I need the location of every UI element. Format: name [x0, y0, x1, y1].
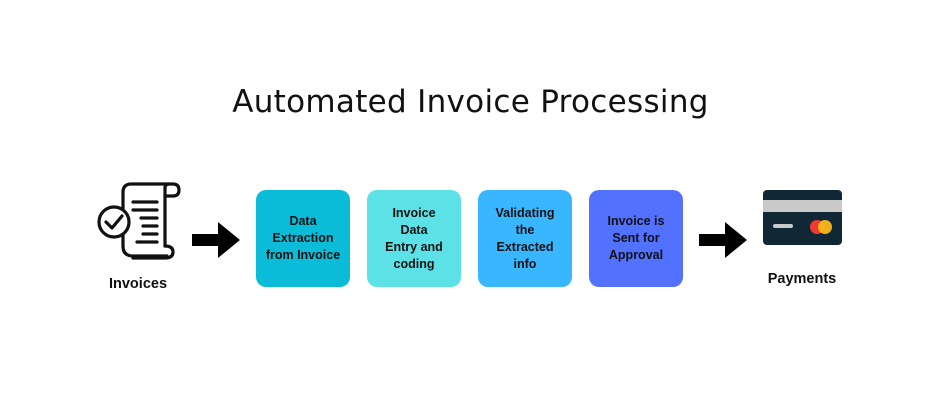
right-arrow-icon [699, 222, 747, 258]
step-box-data-extraction: Data Extraction from Invoice [256, 190, 350, 287]
step-label: Invoice Data Entry and coding [385, 205, 443, 271]
diagram-title: Automated Invoice Processing [232, 84, 709, 120]
start-label: Invoices [108, 276, 168, 292]
step-box-validation: Validating the Extracted info [478, 190, 572, 287]
step-box-approval: Invoice is Sent for Approval [589, 190, 683, 287]
step-label: Invoice is Sent for Approval [607, 214, 665, 262]
step-box-data-entry: Invoice Data Entry and coding [367, 190, 461, 287]
credit-card-icon [763, 190, 842, 245]
right-arrow-icon [192, 222, 240, 258]
end-label: Payments [767, 271, 837, 287]
invoice-scroll-checkmark-icon [97, 182, 181, 260]
step-label: Validating the Extracted info [495, 205, 555, 271]
step-label: Data Extraction from Invoice [265, 214, 341, 262]
